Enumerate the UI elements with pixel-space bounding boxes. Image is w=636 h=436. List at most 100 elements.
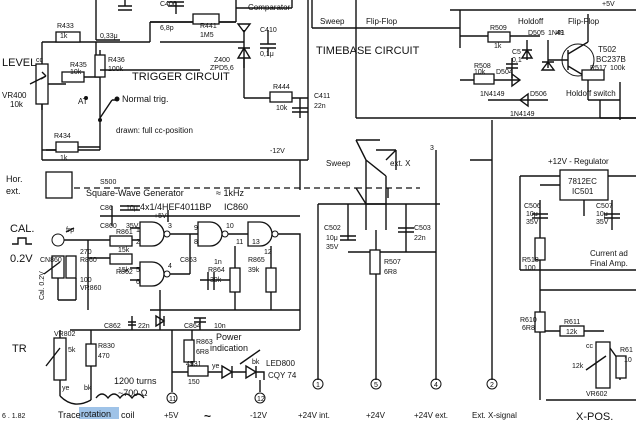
r444-label: R444	[273, 84, 290, 91]
r517-value: 100k	[610, 65, 626, 72]
d506-label: D506	[530, 91, 547, 98]
vr802-label: VR802	[54, 331, 76, 338]
vr602-label: VR602	[586, 391, 608, 398]
c502-voltage: 35V	[326, 244, 339, 251]
r860-resistor	[65, 255, 77, 279]
regulator-label: +12V - Regulator	[548, 157, 609, 166]
vr400-label: VR400	[2, 91, 27, 100]
r865-label: R865	[248, 257, 265, 264]
r4531-label: 4531	[186, 361, 202, 368]
r861-resistor	[109, 235, 133, 247]
normal-trig-label: Normal trig.	[122, 94, 169, 104]
hor-ext-label-1: Hor.	[6, 174, 23, 184]
pin-4: 4	[168, 263, 172, 270]
r441-value: 1M5	[200, 32, 214, 39]
r861-label: R861	[116, 229, 133, 236]
r12k-label: 12k	[572, 363, 584, 370]
regulator-section	[519, 169, 636, 290]
r612-label: R61	[620, 347, 633, 354]
square-wave-title: Square-Wave Generator	[86, 188, 184, 198]
r444-value: 10k	[276, 105, 288, 112]
r863-resistor	[183, 339, 195, 363]
sweep-top-label: Sweep	[320, 17, 345, 26]
d504-label: D504	[496, 69, 513, 76]
z400-label: Z400	[214, 57, 230, 64]
date-label: 6 . 1.82	[2, 413, 25, 420]
r433-resistor	[55, 31, 81, 43]
s500-label: S500	[100, 179, 116, 186]
c863-value: 1n	[214, 259, 222, 266]
r830-resistor	[85, 343, 97, 367]
r441-resistor	[192, 13, 220, 25]
r862-label: R862	[116, 269, 133, 276]
comparator-label: Comparator	[248, 3, 291, 12]
trigger-section	[29, 0, 309, 161]
hor-ext-section	[45, 120, 493, 380]
r612-resistor	[615, 355, 627, 379]
c411-value: 22n	[314, 103, 326, 110]
drawn-note: drawn: full cc-position	[116, 126, 193, 135]
ic-7812-label: 7812EC	[568, 177, 597, 186]
bk-label: bk	[84, 385, 92, 392]
plus24v-int-label: +24V int.	[298, 411, 330, 420]
hor-ext-connector	[45, 171, 73, 199]
timebase-title: TIMEBASE CIRCUIT	[316, 45, 420, 57]
at-label: AT	[78, 97, 88, 106]
pin-2: 2	[136, 239, 140, 246]
c507-label: C507	[596, 203, 613, 210]
r509-resistor	[487, 31, 511, 43]
xpos-label: X-POS.	[576, 411, 613, 423]
bk2-label: bk	[252, 359, 260, 366]
c864-label: C864	[184, 323, 201, 330]
r507-resistor	[369, 249, 381, 275]
labels: LEVEL VR400 10k cc AT Normal trig. drawn…	[2, 1, 633, 423]
c503-value: 22n	[414, 235, 426, 242]
t502-label: T502	[598, 45, 617, 54]
r509-label: R509	[490, 25, 507, 32]
pin-9: 9	[194, 225, 198, 232]
c410-label: C410	[260, 27, 277, 34]
r861-value: 15k	[118, 247, 130, 254]
terminal-4-label: 4	[434, 382, 438, 389]
terminal-3-label: 3	[430, 145, 434, 152]
r518-value: 100	[524, 265, 536, 272]
square-wave-section	[70, 205, 301, 331]
coil-label: coil	[121, 410, 135, 420]
vr602-pot	[595, 341, 611, 389]
rotation-label: rotation	[81, 409, 111, 419]
c861-value: 10μ	[126, 205, 138, 212]
terminals	[166, 378, 498, 404]
c862-label: C862	[104, 323, 121, 330]
r436-resistor	[94, 54, 106, 78]
r436-label: R436	[108, 57, 125, 64]
t502-value: BC237B	[596, 55, 626, 64]
pin-1: 1	[136, 227, 140, 234]
c506-value: 10μ	[526, 211, 538, 218]
r863-label: R863	[196, 339, 213, 346]
ye2-label: ye	[212, 363, 220, 370]
pin-6: 6	[136, 279, 140, 286]
z400-value: ZPD5,6	[210, 65, 234, 72]
trace-rotation-coil	[95, 393, 145, 400]
timebase-section	[311, 0, 636, 120]
terminal-2-label: 2	[490, 382, 494, 389]
c861-label: C86	[100, 205, 113, 212]
terminal-11-label: 11	[169, 396, 176, 403]
r863-value: 6R8	[196, 349, 209, 356]
c864-value: 10n	[214, 323, 226, 330]
r150-resistor	[187, 365, 209, 377]
minus12v-label: -12V	[270, 148, 285, 155]
cqy74-label: CQY 74	[268, 371, 297, 380]
c507-value: 10μ	[596, 211, 608, 218]
d505-label: D505	[528, 30, 545, 37]
c507-voltage: 35V	[596, 219, 609, 226]
c-033-label: 0,33μ	[100, 33, 118, 40]
c505-label: C5	[512, 49, 521, 56]
r865-resistor	[265, 267, 277, 293]
plus24v-ext-label: +24V ext.	[414, 411, 448, 420]
r508-resistor	[473, 73, 495, 85]
plus24v-label: +24V	[366, 411, 386, 420]
cal-label: CAL.	[10, 223, 34, 235]
